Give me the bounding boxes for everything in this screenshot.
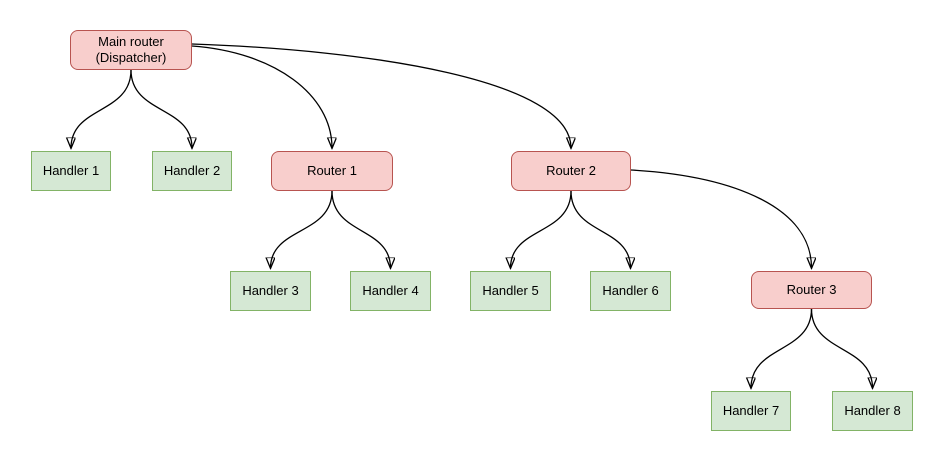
edge-main-router-to-router-2 <box>191 43 571 148</box>
node-router-3[interactable]: Router 3 <box>751 271 872 309</box>
edge-router-1-to-handler-3 <box>271 190 333 268</box>
edge-router-3-to-handler-8 <box>810 308 873 388</box>
node-handler-7-label: Handler 7 <box>722 402 780 418</box>
node-handler-3-label: Handler 3 <box>242 282 299 298</box>
node-handler-3[interactable]: Handler 3 <box>230 271 311 311</box>
edge-router-3-to-handler-7 <box>751 308 813 388</box>
node-handler-1-label: Handler 1 <box>42 162 100 178</box>
node-handler-1[interactable]: Handler 1 <box>31 151 111 191</box>
node-router-1-label: Router 1 <box>307 162 357 178</box>
node-router-1[interactable]: Router 1 <box>271 151 393 191</box>
node-handler-8[interactable]: Handler 8 <box>832 391 913 431</box>
node-handler-4-label: Handler 4 <box>362 282 419 298</box>
edge-router-2-to-handler-6 <box>570 190 631 268</box>
edge-main-router-to-handler-2 <box>130 69 192 148</box>
node-main-router-dispatcher[interactable]: Main router (Dispatcher) <box>70 30 192 70</box>
node-handler-5-label: Handler 5 <box>482 282 539 298</box>
node-handler-2-label: Handler 2 <box>163 162 221 178</box>
edge-router-2-to-router-3 <box>630 169 812 268</box>
node-handler-5[interactable]: Handler 5 <box>470 271 551 311</box>
node-handler-4[interactable]: Handler 4 <box>350 271 431 311</box>
node-router-2-label: Router 2 <box>546 162 596 178</box>
node-main-router-label: Main router (Dispatcher) <box>95 33 167 65</box>
node-router-3-label: Router 3 <box>786 281 837 297</box>
edge-main-router-to-handler-1 <box>71 69 132 148</box>
node-handler-2[interactable]: Handler 2 <box>152 151 232 191</box>
node-router-2[interactable]: Router 2 <box>511 151 631 191</box>
node-handler-8-label: Handler 8 <box>844 402 901 418</box>
node-handler-7[interactable]: Handler 7 <box>711 391 791 431</box>
edge-router-1-to-handler-4 <box>331 190 391 268</box>
edge-router-2-to-handler-5 <box>511 190 572 268</box>
node-handler-6[interactable]: Handler 6 <box>590 271 671 311</box>
node-handler-6-label: Handler 6 <box>602 282 659 298</box>
edge-main-router-to-router-1 <box>191 45 332 148</box>
